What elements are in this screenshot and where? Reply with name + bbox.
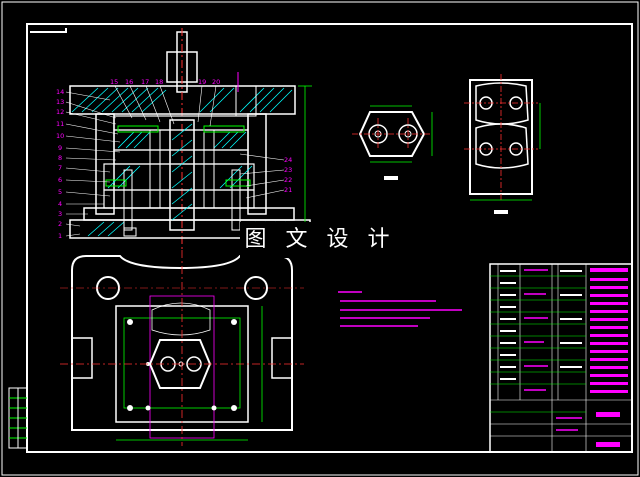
part-label: 13 [56,98,64,106]
part-label: 4 [58,200,62,208]
part-label: 9 [58,144,62,152]
part-label: 17 [141,78,149,86]
part-label: 19 [198,78,206,86]
lower-die-plan-view [60,250,304,446]
part-label: 8 [58,154,62,162]
parts-list-title-block [489,263,633,453]
part-label: 23 [284,166,292,174]
part-number-labels-top: 15 16 17 18 19 20 [110,78,220,86]
part-label: 12 [56,108,64,116]
part-label: 18 [155,78,163,86]
part-label: 10 [56,132,64,140]
part-label: 3 [58,210,62,218]
part-label: 14 [56,88,64,96]
corner-mark [30,28,67,33]
part-label: 21 [284,186,292,194]
part-label: 11 [56,120,64,128]
part-label: 5 [58,188,62,196]
part-label: 6 [58,176,62,184]
watermark-text: 图 文 设 计 [240,222,400,258]
part-label: 22 [284,176,292,184]
blank-part-view [352,105,433,180]
part-label: 15 [110,78,118,86]
drawing-frame [26,23,633,453]
assembly-section-view [65,28,312,250]
part-number-labels-left: 14 13 12 11 10 9 8 7 6 5 4 3 2 1 [56,88,64,240]
part-label: 16 [125,78,133,86]
part-label: 2 [58,220,62,228]
part-label: 1 [58,232,62,240]
part-label: 7 [58,164,62,172]
part-label: 24 [284,156,292,164]
part-label: 20 [212,78,220,86]
side-binding-table [8,387,28,449]
part-number-labels-right: 24 23 22 21 [284,156,292,194]
technical-requirements-block [338,291,462,327]
strip-layout-view [464,74,541,214]
